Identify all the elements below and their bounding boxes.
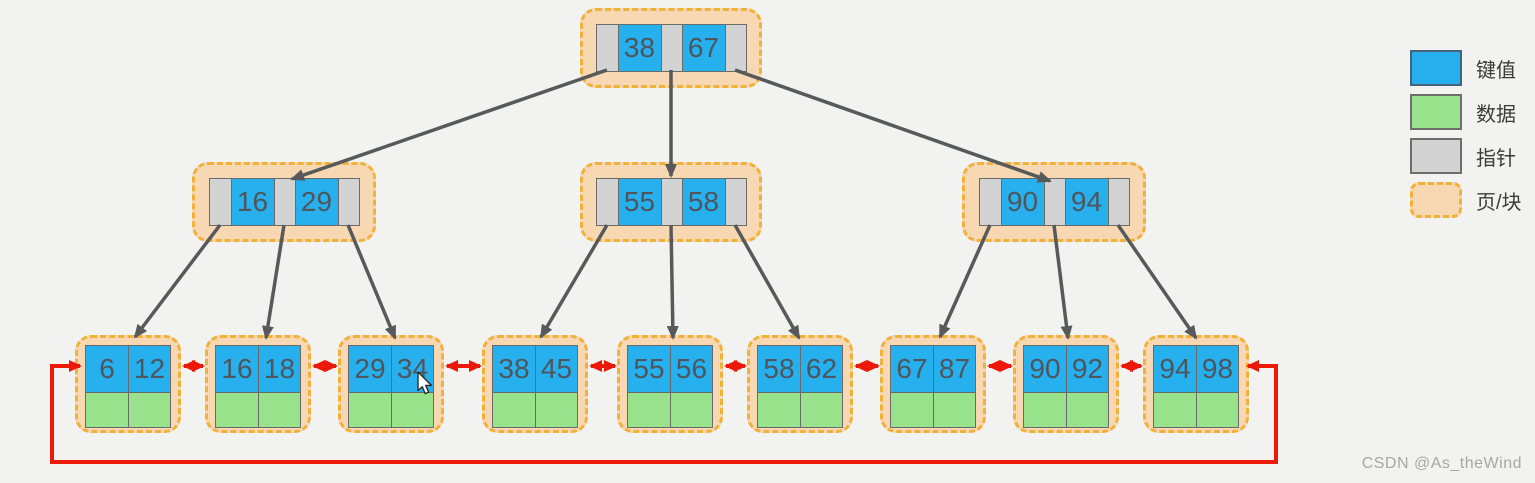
data-cell xyxy=(535,392,577,427)
pointer-cell xyxy=(596,179,618,225)
data-cell xyxy=(128,392,170,427)
key-cell: 94 xyxy=(1064,179,1108,225)
pointer-cell xyxy=(209,179,231,225)
legend: 键值 数据 指针 页/块 xyxy=(1410,49,1522,225)
internal-node: 90 94 xyxy=(962,162,1146,242)
key-cell: 16 xyxy=(230,179,274,225)
pointer-cell xyxy=(337,179,359,225)
data-cell xyxy=(86,392,128,427)
key-cell: 29 xyxy=(294,179,338,225)
node-cells: 16 29 xyxy=(208,178,360,226)
key-cell: 98 xyxy=(1196,346,1238,392)
key-cell: 55 xyxy=(617,179,661,225)
legend-item-page: 页/块 xyxy=(1410,181,1522,219)
pointer-swatch xyxy=(1410,138,1462,174)
key-cell: 56 xyxy=(670,346,712,392)
key-cell: 67 xyxy=(681,25,725,71)
data-cell xyxy=(628,392,670,427)
pointer-cell xyxy=(273,179,295,225)
pointer-cell xyxy=(1107,179,1129,225)
data-cell xyxy=(670,392,712,427)
leaf-node: 94 98 xyxy=(1143,335,1249,433)
data-cell xyxy=(349,392,391,427)
legend-label: 指针 xyxy=(1476,147,1516,170)
legend-item-key: 键值 xyxy=(1410,49,1522,87)
legend-label: 键值 xyxy=(1476,59,1516,82)
data-cell xyxy=(258,392,300,427)
data-cell xyxy=(1196,392,1238,427)
legend-label: 页/块 xyxy=(1476,191,1522,214)
key-cell: 18 xyxy=(258,346,300,392)
legend-item-data: 数据 xyxy=(1410,93,1522,131)
pointer-cell xyxy=(979,179,1001,225)
key-cell: 92 xyxy=(1066,346,1108,392)
node-cells: 94 98 xyxy=(1153,345,1239,428)
data-cell xyxy=(891,392,933,427)
key-cell: 94 xyxy=(1154,346,1196,392)
data-cell xyxy=(1024,392,1066,427)
key-swatch xyxy=(1410,50,1462,86)
legend-item-pointer: 指针 xyxy=(1410,137,1522,175)
watermark: CSDN @As_theWind xyxy=(1361,455,1522,472)
leaf-node: 55 56 xyxy=(617,335,723,433)
leaf-node: 67 87 xyxy=(880,335,986,433)
pointer-cell xyxy=(724,25,746,71)
key-cell: 55 xyxy=(628,346,670,392)
node-cells: 16 18 xyxy=(215,345,301,428)
pointer-cell xyxy=(596,25,618,71)
key-cell: 45 xyxy=(535,346,577,392)
key-cell: 6 xyxy=(86,346,128,392)
internal-node: 16 29 xyxy=(192,162,376,242)
key-cell: 62 xyxy=(800,346,842,392)
node-cells: 58 62 xyxy=(757,345,843,428)
key-cell: 90 xyxy=(1024,346,1066,392)
key-cell: 67 xyxy=(891,346,933,392)
node-cells: 6 12 xyxy=(85,345,171,428)
data-swatch xyxy=(1410,94,1462,130)
mouse-cursor-icon xyxy=(417,372,433,395)
node-cells: 90 92 xyxy=(1023,345,1109,428)
key-cell: 87 xyxy=(933,346,975,392)
key-cell: 90 xyxy=(1000,179,1044,225)
leaf-node: 90 92 xyxy=(1013,335,1119,433)
node-cells: 55 56 xyxy=(627,345,713,428)
data-cell xyxy=(933,392,975,427)
leaf-node: 6 12 xyxy=(75,335,181,433)
data-cell xyxy=(493,392,535,427)
node-cells: 38 67 xyxy=(595,24,747,72)
key-cell: 58 xyxy=(758,346,800,392)
data-cell xyxy=(800,392,842,427)
pointer-cell xyxy=(660,25,682,71)
data-cell xyxy=(1066,392,1108,427)
leaf-node: 38 45 xyxy=(482,335,588,433)
node-cells: 55 58 xyxy=(595,178,747,226)
data-cell xyxy=(216,392,258,427)
key-cell: 12 xyxy=(128,346,170,392)
data-cell xyxy=(758,392,800,427)
key-cell: 29 xyxy=(349,346,391,392)
data-cell xyxy=(1154,392,1196,427)
root-node: 38 67 xyxy=(580,8,762,88)
pointer-cell xyxy=(660,179,682,225)
key-cell: 58 xyxy=(681,179,725,225)
leaf-node: 58 62 xyxy=(747,335,853,433)
internal-node: 55 58 xyxy=(580,162,762,242)
legend-label: 数据 xyxy=(1476,103,1516,126)
node-cells: 90 94 xyxy=(978,178,1130,226)
key-cell: 16 xyxy=(216,346,258,392)
leaf-node: 16 18 xyxy=(205,335,311,433)
page-swatch xyxy=(1410,182,1462,218)
node-cells: 67 87 xyxy=(890,345,976,428)
node-cells: 38 45 xyxy=(492,345,578,428)
pointer-cell xyxy=(724,179,746,225)
pointer-cell xyxy=(1043,179,1065,225)
key-cell: 38 xyxy=(493,346,535,392)
key-cell: 38 xyxy=(617,25,661,71)
